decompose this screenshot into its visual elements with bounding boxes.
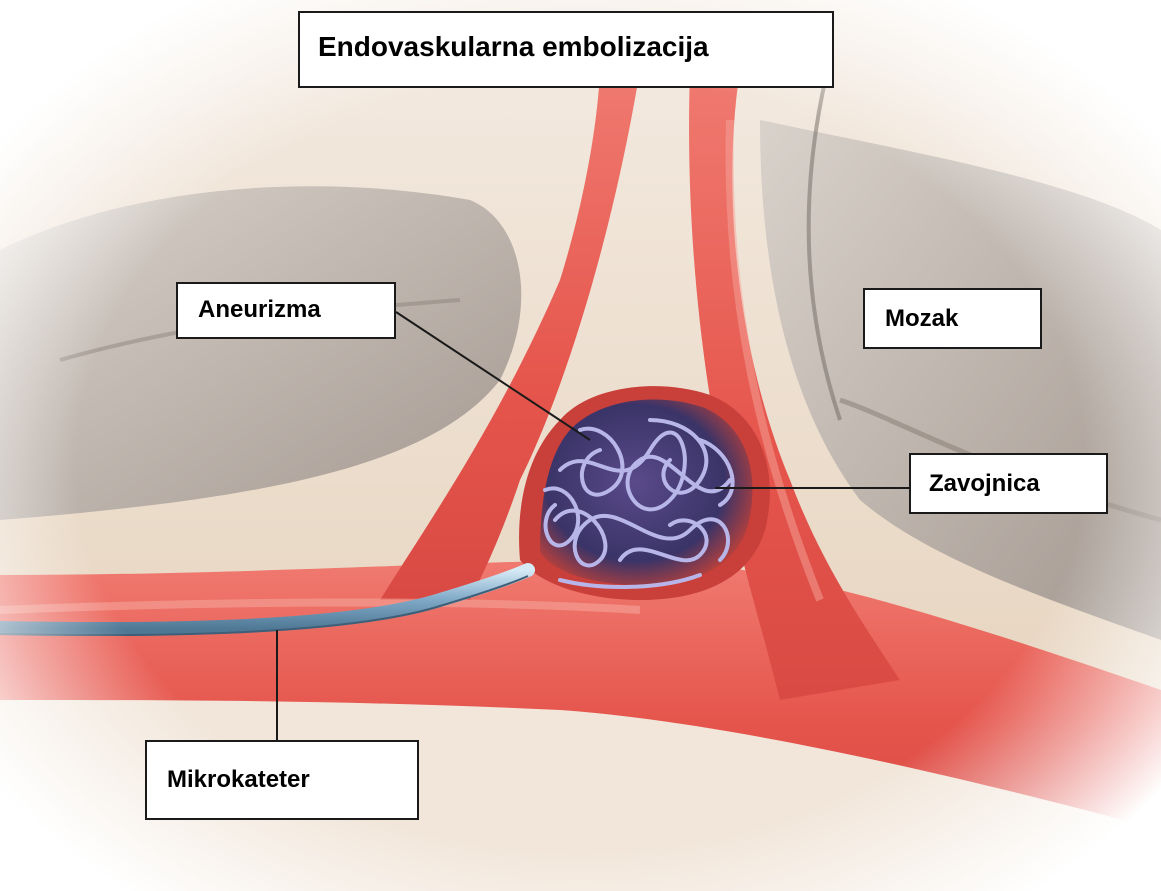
diagram-title: Endovaskularna embolizacija	[298, 11, 834, 88]
label-aneurysm-text: Aneurizma	[198, 296, 321, 324]
label-microcatheter-text: Mikrokateter	[167, 766, 310, 794]
label-microcatheter: Mikrokateter	[145, 740, 419, 820]
label-brain-text: Mozak	[885, 305, 958, 333]
label-aneurysm: Aneurizma	[176, 282, 396, 339]
label-coil: Zavojnica	[909, 453, 1108, 514]
label-coil-text: Zavojnica	[929, 470, 1040, 498]
label-brain: Mozak	[863, 288, 1042, 349]
diagram-title-text: Endovaskularna embolizacija	[318, 31, 709, 63]
